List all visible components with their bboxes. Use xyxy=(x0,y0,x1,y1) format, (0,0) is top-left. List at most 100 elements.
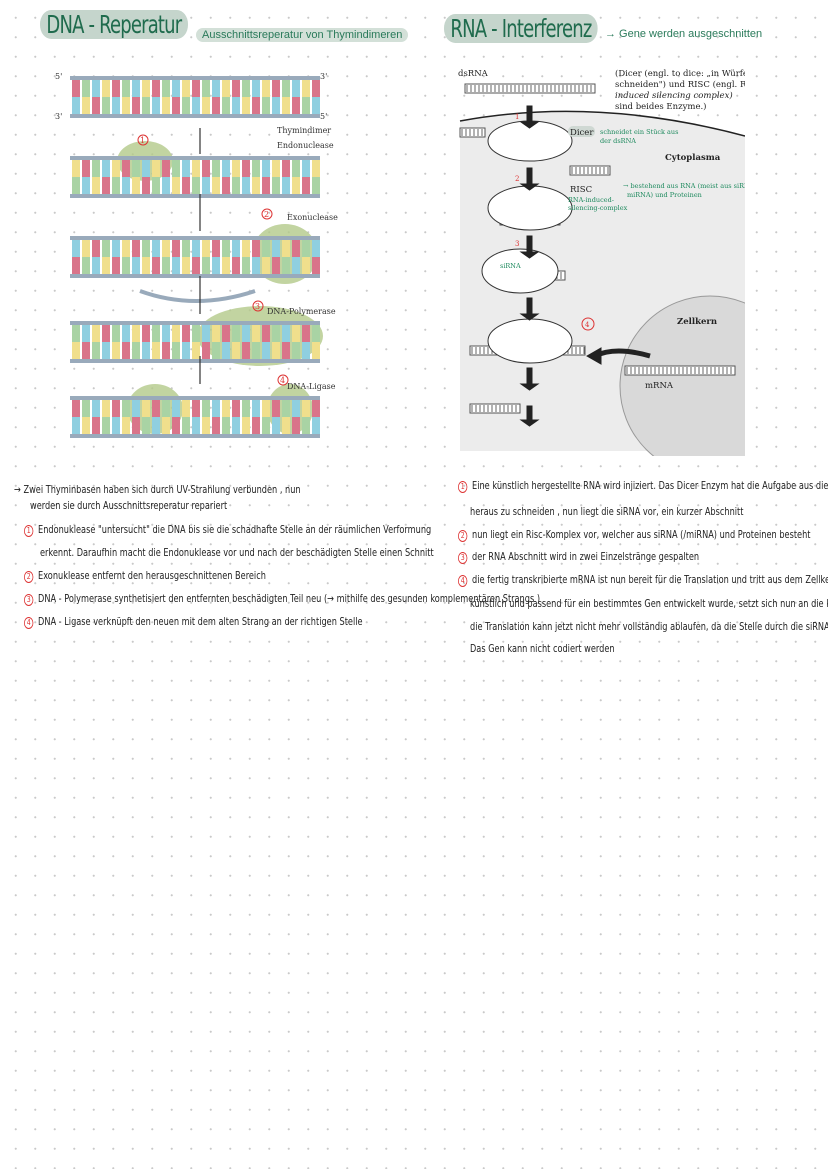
base xyxy=(212,257,220,274)
right-subtitle: → Gene werden ausgeschnitten xyxy=(605,28,763,40)
step-number: 3 xyxy=(24,594,34,606)
base xyxy=(132,80,140,97)
base xyxy=(162,80,170,97)
step-text: Eine künstlich hergestellte RNA wird inj… xyxy=(472,480,828,492)
base xyxy=(272,97,280,114)
base xyxy=(252,342,260,359)
base xyxy=(292,400,300,417)
base xyxy=(212,177,220,194)
info-text: sind beides Enzyme.) xyxy=(615,101,707,112)
base xyxy=(112,97,120,114)
base xyxy=(202,80,210,97)
base xyxy=(72,417,80,434)
base xyxy=(192,257,200,274)
base xyxy=(72,160,80,177)
base xyxy=(102,80,110,97)
dna-backbone xyxy=(70,359,320,363)
base xyxy=(92,342,100,359)
base xyxy=(122,177,130,194)
base xyxy=(192,325,200,342)
base xyxy=(272,240,280,257)
base xyxy=(242,240,250,257)
base xyxy=(272,400,280,417)
base xyxy=(182,160,190,177)
base xyxy=(312,160,320,177)
base xyxy=(262,177,270,194)
base xyxy=(152,342,160,359)
rna-strand xyxy=(459,127,486,138)
base xyxy=(312,257,320,274)
base xyxy=(122,325,130,342)
base xyxy=(252,177,260,194)
base xyxy=(112,417,120,434)
step-1-cont: heraus zu schneiden , nun liegt die siRN… xyxy=(470,506,744,518)
base xyxy=(232,240,240,257)
base xyxy=(152,80,160,97)
base xyxy=(122,160,130,177)
label-polymerase: DNA-Polymerase xyxy=(267,307,336,316)
base xyxy=(222,80,230,97)
base xyxy=(232,257,240,274)
base xyxy=(72,97,80,114)
base xyxy=(72,240,80,257)
base xyxy=(162,257,170,274)
base xyxy=(102,177,110,194)
base xyxy=(252,240,260,257)
base xyxy=(232,160,240,177)
base xyxy=(202,240,210,257)
base xyxy=(282,400,290,417)
base xyxy=(192,342,200,359)
dna-backbone xyxy=(70,194,320,198)
step-4-cont: künstlich und passend für ein bestimmtes… xyxy=(470,598,828,610)
step-marker: 1 xyxy=(140,136,145,145)
base xyxy=(132,257,140,274)
rna-strand xyxy=(569,165,611,176)
base xyxy=(282,160,290,177)
dna-backbone xyxy=(70,434,320,438)
base xyxy=(72,80,80,97)
risc-note: RNA-induced- xyxy=(568,196,614,204)
base xyxy=(112,160,120,177)
step-text: die fertig transkribierte mRNA ist nun b… xyxy=(472,574,828,586)
step-marker: 2 xyxy=(264,210,269,219)
base xyxy=(232,417,240,434)
base xyxy=(232,177,240,194)
base xyxy=(242,80,250,97)
base xyxy=(252,97,260,114)
label-exonuclease: Exonuclease xyxy=(287,213,338,222)
base xyxy=(202,257,210,274)
label-zellkern: Zellkern xyxy=(677,317,717,327)
base xyxy=(112,400,120,417)
step-1-cont: erkennt. Daraufhin macht die Endonukleas… xyxy=(40,547,434,559)
base xyxy=(242,177,250,194)
base xyxy=(292,342,300,359)
step-text: Exonuklease entfernt den herausgeschnitt… xyxy=(38,570,266,582)
base xyxy=(272,160,280,177)
base xyxy=(202,325,210,342)
base xyxy=(262,97,270,114)
risc-composition-note: miRNA) und Proteinen xyxy=(627,191,702,199)
base xyxy=(132,177,140,194)
step-number: 4 xyxy=(458,575,468,587)
base xyxy=(152,240,160,257)
base xyxy=(242,325,250,342)
base xyxy=(262,257,270,274)
base xyxy=(82,400,90,417)
base xyxy=(172,160,180,177)
base xyxy=(192,160,200,177)
base xyxy=(302,400,310,417)
base xyxy=(142,160,150,177)
risc-composition-note: → bestehend aus RNA (meist aus siRNA xyxy=(623,182,745,190)
base xyxy=(102,160,110,177)
base xyxy=(272,257,280,274)
base xyxy=(162,325,170,342)
base xyxy=(92,177,100,194)
label-sirna: siRNA xyxy=(500,262,521,270)
base xyxy=(282,342,290,359)
label-ligase: DNA-Ligase xyxy=(287,382,336,391)
base xyxy=(142,257,150,274)
